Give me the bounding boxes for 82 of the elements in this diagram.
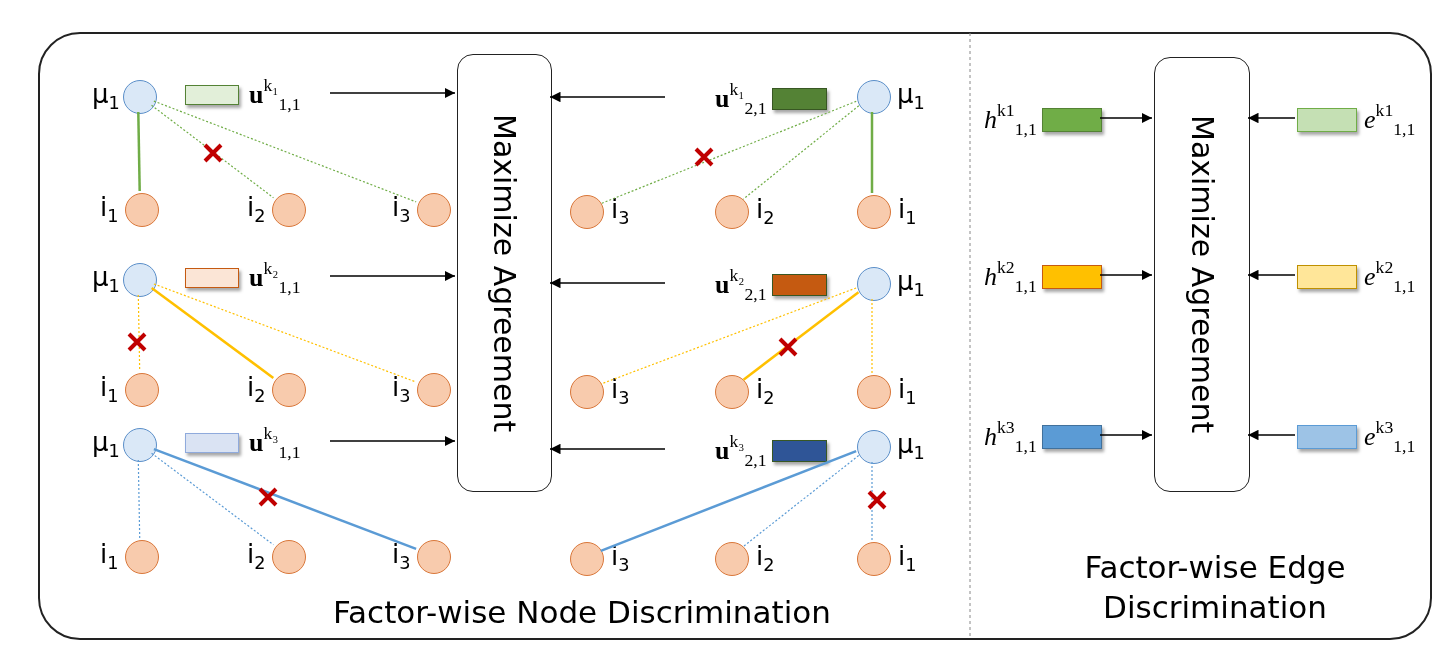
embedding-bar bbox=[185, 85, 239, 105]
node-label: μ$_{1}$ bbox=[92, 429, 120, 461]
section-caption: Factor-wise Edge Discrimination bbox=[1083, 548, 1347, 628]
node-circle bbox=[715, 375, 749, 409]
node-circle bbox=[125, 373, 159, 407]
connector-line bbox=[150, 287, 275, 379]
connector-line bbox=[742, 105, 860, 200]
embedding-bar bbox=[772, 88, 827, 110]
node-label: i$_{2}$ bbox=[247, 194, 266, 226]
node-label: i$_{3}$ bbox=[392, 541, 411, 573]
embedding-bar bbox=[1297, 425, 1357, 449]
node-circle bbox=[125, 193, 159, 227]
node-label: μ$_{1}$ bbox=[92, 81, 120, 113]
connector-line bbox=[742, 454, 860, 548]
node-circle bbox=[715, 195, 749, 229]
node-circle bbox=[272, 540, 306, 574]
node-circle bbox=[125, 540, 159, 574]
node-circle bbox=[123, 80, 157, 114]
box-text: Maximize Agreement bbox=[487, 113, 522, 433]
embedding-bar bbox=[772, 274, 827, 296]
node-circle bbox=[272, 373, 306, 407]
node-label: i$_{3}$ bbox=[611, 196, 630, 228]
node-label: i$_{1}$ bbox=[100, 374, 119, 406]
node-circle bbox=[570, 375, 604, 409]
embedding-bar bbox=[1042, 425, 1102, 449]
node-label: μ$_{1}$ bbox=[897, 268, 925, 300]
node-label: μ$_{1}$ bbox=[897, 431, 925, 463]
connector-line bbox=[153, 447, 417, 551]
embedding-bar bbox=[1297, 265, 1357, 289]
connector-line bbox=[153, 283, 417, 383]
embedding-bar bbox=[772, 440, 827, 462]
node-label: i$_{2}$ bbox=[756, 543, 775, 575]
embedding-bar bbox=[1042, 265, 1102, 289]
panel-frame bbox=[38, 32, 1432, 640]
embedding-bar bbox=[185, 433, 239, 453]
connector-line bbox=[150, 104, 275, 199]
node-circle bbox=[272, 193, 306, 227]
node-circle bbox=[857, 375, 891, 409]
node-circle bbox=[857, 430, 891, 464]
node-label: i$_{2}$ bbox=[247, 374, 266, 406]
embedding-bar bbox=[1297, 108, 1357, 132]
node-label: i$_{2}$ bbox=[756, 376, 775, 408]
node-label: i$_{2}$ bbox=[756, 196, 775, 228]
node-circle bbox=[123, 263, 157, 297]
connector-line bbox=[151, 452, 274, 546]
node-circle bbox=[417, 373, 451, 407]
node-circle bbox=[417, 193, 451, 227]
connector-line bbox=[153, 100, 417, 203]
arrow bbox=[329, 435, 456, 447]
node-label: i$_{1}$ bbox=[898, 543, 917, 575]
connector-line bbox=[870, 112, 874, 193]
process-box bbox=[1154, 57, 1250, 492]
section-caption: Factor-wise Node Discrimination bbox=[332, 593, 832, 632]
node-label: i$_{1}$ bbox=[100, 541, 119, 573]
node-label: i$_{3}$ bbox=[611, 376, 630, 408]
node-circle bbox=[857, 542, 891, 576]
node-label: i$_{3}$ bbox=[392, 194, 411, 226]
embedding-bar bbox=[185, 268, 239, 288]
arrow bbox=[329, 87, 456, 99]
node-label: i$_{1}$ bbox=[898, 376, 917, 408]
node-label: μ$_{1}$ bbox=[92, 264, 120, 296]
node-circle bbox=[857, 195, 891, 229]
node-circle bbox=[417, 540, 451, 574]
box-text: Maximize Agreement bbox=[1184, 115, 1220, 434]
node-circle bbox=[857, 267, 891, 301]
node-label: μ$_{1}$ bbox=[897, 81, 925, 113]
connector-line bbox=[600, 450, 857, 552]
node-circle bbox=[570, 195, 604, 229]
node-circle bbox=[570, 542, 604, 576]
process-box bbox=[457, 54, 552, 492]
node-label: i$_{3}$ bbox=[392, 374, 411, 406]
node-circle bbox=[715, 542, 749, 576]
node-circle bbox=[857, 80, 891, 114]
node-label: i$_{1}$ bbox=[100, 194, 119, 226]
connector-line bbox=[742, 291, 860, 381]
connector-line bbox=[600, 287, 857, 385]
node-label: i$_{1}$ bbox=[898, 196, 917, 228]
arrow bbox=[329, 270, 456, 282]
connector-line bbox=[600, 100, 857, 205]
embedding-bar bbox=[1042, 108, 1102, 132]
node-label: i$_{2}$ bbox=[247, 541, 266, 573]
node-circle bbox=[123, 428, 157, 462]
